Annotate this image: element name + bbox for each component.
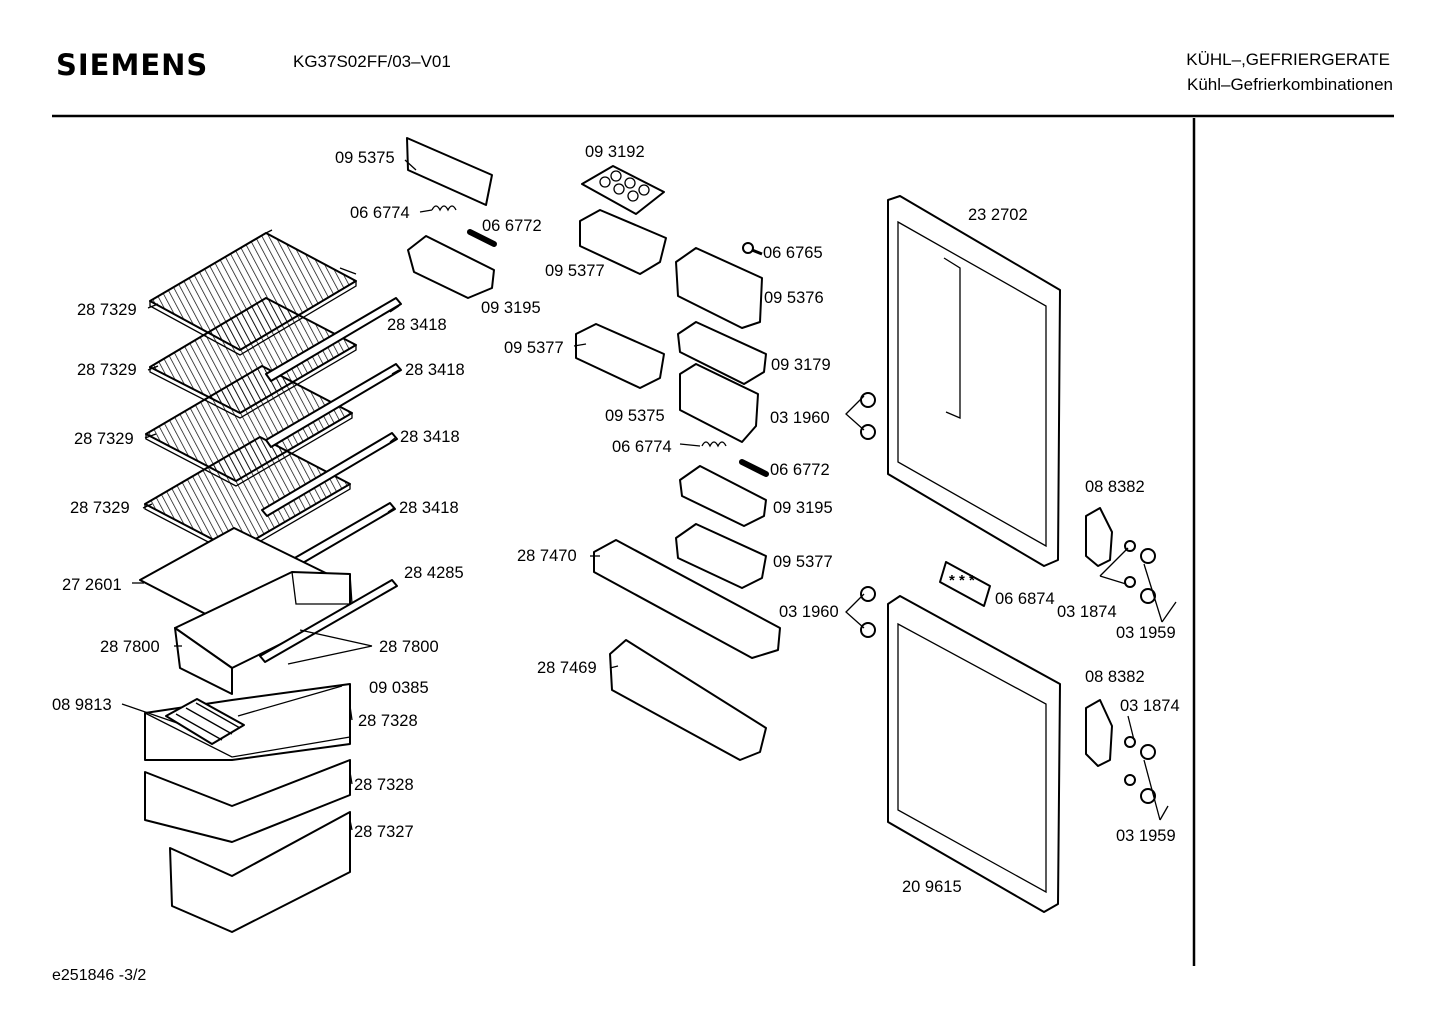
butter-compartment-lid <box>406 137 493 206</box>
hinge-bracket-lower <box>1085 699 1113 767</box>
label-093179: 09 3179 <box>771 356 831 374</box>
label-031874-a: 03 1874 <box>1057 603 1117 621</box>
document-id: e251846 -3/2 <box>52 967 147 984</box>
freezer-drawer-middle <box>144 759 351 843</box>
label-095375-b: 09 5375 <box>605 407 665 425</box>
label-031874-b: 03 1874 <box>1120 697 1180 715</box>
label-287328-a: 28 7328 <box>358 712 418 730</box>
hinge-screws-and-caps-upper <box>1124 540 1156 604</box>
model-number: KG37S02FF/03–V01 <box>293 52 451 71</box>
label-272601: 27 2601 <box>62 576 122 594</box>
label-031960-b: 03 1960 <box>779 603 839 621</box>
shelf-trim-1 <box>265 297 402 382</box>
shelf-trim-2 <box>265 363 402 448</box>
hinge-pin-1 <box>467 229 497 247</box>
svg-text:* * *: * * * <box>949 572 975 589</box>
label-066765: 06 6765 <box>763 244 823 262</box>
label-088382-a: 08 8382 <box>1085 478 1145 496</box>
door-shelf-095377-a <box>579 209 667 275</box>
label-066774-a: 06 6774 <box>350 204 410 222</box>
label-287328-b: 28 7328 <box>354 776 414 794</box>
egg-tray <box>581 165 665 215</box>
label-095377-a: 09 5377 <box>545 262 605 280</box>
label-031959-b: 03 1959 <box>1116 827 1176 845</box>
label-287329-b: 28 7329 <box>77 361 137 379</box>
label-283418-a: 28 3418 <box>387 316 447 334</box>
label-287800-a: 28 7800 <box>100 638 160 656</box>
hinge-pin-2 <box>739 459 769 477</box>
label-066874: 06 6874 <box>995 590 1055 608</box>
ice-cube-tray <box>165 698 245 745</box>
label-287470: 28 7470 <box>517 547 577 565</box>
door-shelf-095377-c <box>675 523 767 589</box>
category-subtitle: Kühl–Gefrierkombinationen <box>1186 75 1393 94</box>
freezer-door <box>887 595 1061 913</box>
label-287329-a: 28 7329 <box>77 301 137 319</box>
freezer-drawer-upper <box>144 683 351 761</box>
label-287327: 28 7327 <box>354 823 414 841</box>
bottle-rack-287469 <box>609 639 767 761</box>
hinge-bracket-upper <box>1085 507 1113 567</box>
brand-logo: SIEMENS <box>56 48 209 82</box>
label-031959-a: 03 1959 <box>1116 624 1176 642</box>
label-284285: 28 4285 <box>404 564 464 582</box>
door-shelf-095377-b <box>575 323 665 389</box>
butter-lid-095375-b <box>679 363 759 443</box>
door-shelf-095376 <box>675 247 763 329</box>
label-287329-c: 28 7329 <box>74 430 134 448</box>
fridge-door <box>887 195 1061 567</box>
crisper-drawer-28-7800 <box>174 571 353 695</box>
label-095375-a: 09 5375 <box>335 149 395 167</box>
leader-lines <box>121 159 1177 831</box>
door-shelf-093179 <box>677 321 767 385</box>
label-066774-b: 06 6774 <box>612 438 672 456</box>
butter-compartment-tray-2 <box>679 465 767 527</box>
label-090385: 09 0385 <box>369 679 429 697</box>
label-031960-a: 03 1960 <box>770 409 830 427</box>
label-093195-a: 09 3195 <box>481 299 541 317</box>
bottle-rack-287470 <box>593 539 781 659</box>
category-title: KÜHL–,GEFRIERGERATE <box>1186 50 1390 69</box>
label-093195-b: 09 3195 <box>773 499 833 517</box>
label-287800-b: 28 7800 <box>379 638 439 656</box>
label-066772-b: 06 6772 <box>770 461 830 479</box>
label-232702: 23 2702 <box>968 206 1028 224</box>
crisper-trim <box>259 579 398 663</box>
label-095377-c: 09 5377 <box>773 553 833 571</box>
label-283418-b: 28 3418 <box>405 361 465 379</box>
label-283418-c: 28 3418 <box>400 428 460 446</box>
label-088382-b: 08 8382 <box>1085 668 1145 686</box>
butter-compartment-tray-1 <box>407 235 495 299</box>
label-095376: 09 5376 <box>764 289 824 307</box>
label-287329-d: 28 7329 <box>70 499 130 517</box>
door-screws-lower <box>845 586 876 638</box>
label-093192: 09 3192 <box>585 143 645 161</box>
label-209615: 20 9615 <box>902 878 962 896</box>
hinge-screws-and-caps-lower <box>1124 736 1156 804</box>
screw-icon-066765 <box>742 242 763 256</box>
label-066772-a: 06 6772 <box>482 217 542 235</box>
spring-icon-1 <box>431 205 457 212</box>
freezer-rating-plate: * * * <box>939 561 991 607</box>
label-095377-b: 09 5377 <box>504 339 564 357</box>
freezer-drawer-lower <box>169 811 351 933</box>
shelf-trim-3 <box>261 432 398 517</box>
label-089813: 08 9813 <box>52 696 112 714</box>
spring-icon-2 <box>701 441 727 448</box>
label-283418-d: 28 3418 <box>399 499 459 517</box>
label-287469: 28 7469 <box>537 659 597 677</box>
door-screws-upper <box>845 392 876 440</box>
